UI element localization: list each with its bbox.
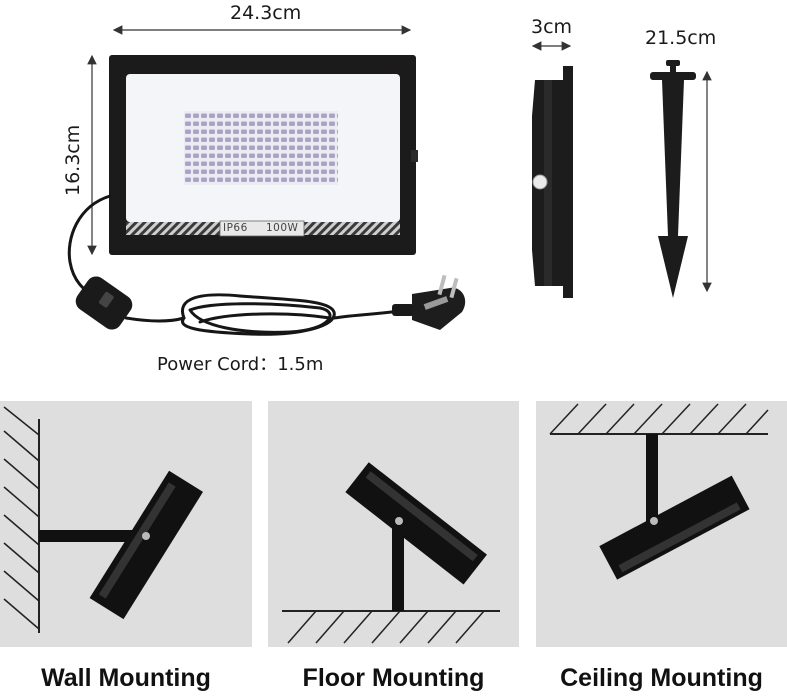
ceiling-mounting-panel (536, 401, 787, 647)
height-label: 16.3cm (62, 124, 84, 196)
led-array (184, 111, 338, 185)
floor-mounting-label: Floor Mounting (302, 664, 485, 692)
wall-mounting-label: Wall Mounting (41, 664, 211, 692)
floodlight-side-view (532, 66, 573, 298)
rating-label: IP66 (223, 222, 248, 234)
stake-length-label: 21.5cm (645, 27, 717, 49)
width-label: 24.3cm (230, 2, 302, 24)
product-dimension-diagram (67, 25, 712, 336)
wall-mounting-panel (0, 401, 252, 647)
power-rating-label: 100W (266, 222, 299, 234)
ground-stake (650, 60, 696, 298)
ceiling-mounting-illustration (549, 403, 769, 580)
power-cord-label: Power Cord：1.5m (157, 354, 324, 375)
floor-mounting-panel (268, 401, 519, 647)
floor-mounting-illustration (282, 462, 500, 644)
ceiling-mounting-label: Ceiling Mounting (560, 664, 763, 692)
wall-mounting-illustration (3, 406, 203, 633)
depth-label: 3cm (531, 16, 573, 38)
floodlight-front-view (109, 55, 418, 255)
power-plug (392, 274, 466, 330)
